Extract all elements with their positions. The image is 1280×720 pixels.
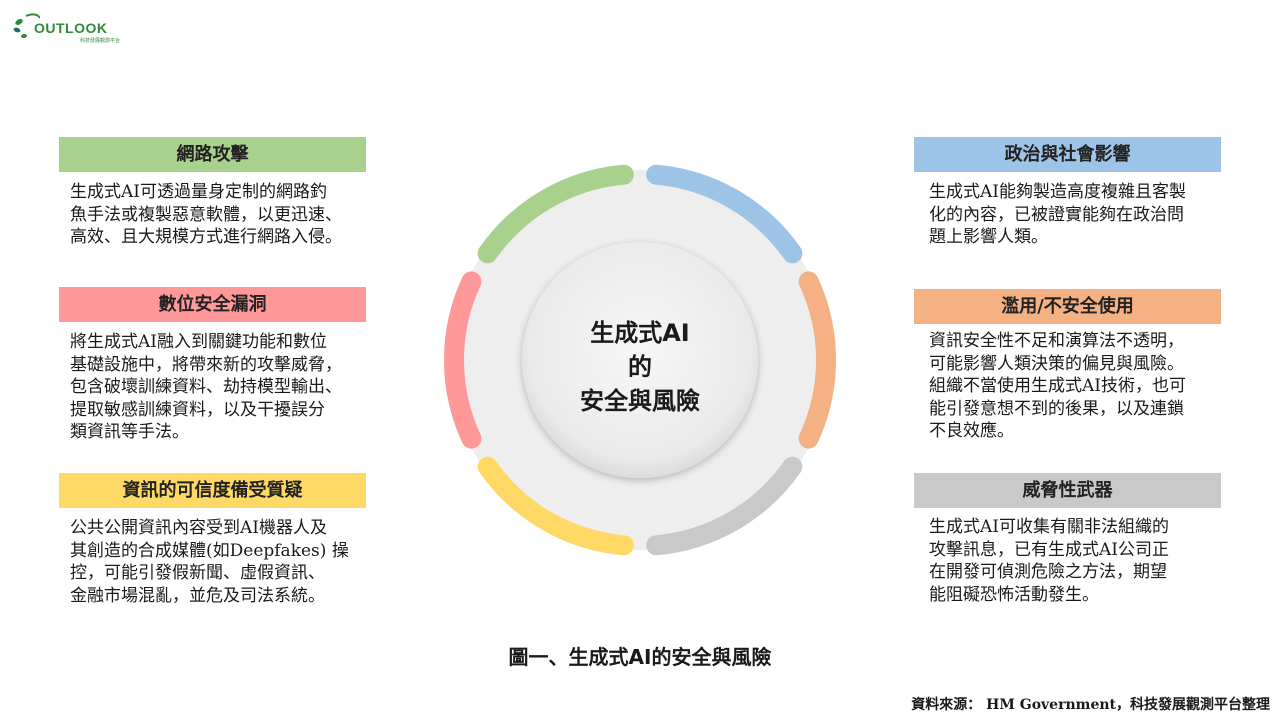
text-line: 金融市場混亂，並危及司法系統。 bbox=[70, 585, 325, 606]
arc-red bbox=[444, 271, 482, 449]
center-title: 生成式AI 的 安全與風險 bbox=[540, 316, 740, 418]
box-title-misuse: 濫用/不安全使用 bbox=[914, 289, 1221, 324]
outlook-logo: OUTLOOK 科技發展觀測平台 bbox=[10, 6, 120, 44]
text-line: 魚手法或複製惡意軟體，以更迅速、 bbox=[70, 204, 342, 225]
logo-wordmark: OUTLOOK bbox=[34, 20, 108, 36]
box-body-information-credibility: 公共公開資訊內容受到AI機器人及 其創造的合成媒體(如Deepfakes) 操 … bbox=[70, 517, 370, 607]
figure-caption: 圖一、生成式AI的安全與風險 bbox=[508, 645, 772, 669]
text-line: 基礎設施中，將帶來新的攻擊威脅， bbox=[70, 354, 342, 375]
text-line: 公共公開資訊內容受到AI機器人及 bbox=[70, 518, 327, 538]
text-line: 能引發意想不到的後果，以及連鎖 bbox=[929, 398, 1184, 419]
text-line: 在開發可偵測危險之方法，期望 bbox=[929, 562, 1167, 582]
box-body-digital-vulnerability: 將生成式AI融入到關鍵功能和數位 基礎設施中，將帶來新的攻擊威脅， 包含破壞訓練… bbox=[70, 331, 370, 444]
arc-yellow bbox=[477, 456, 634, 556]
text-line: 不良效應。 bbox=[929, 421, 1014, 441]
arc-blue bbox=[646, 164, 803, 264]
text-line: 組織不當使用生成式AI技術，也可 bbox=[929, 376, 1186, 396]
text-line: 高效、且大規模方式進行網路入侵。 bbox=[70, 227, 342, 247]
box-title-political-social-impact: 政治與社會影響 bbox=[914, 137, 1221, 172]
text-line: 生成式AI能夠製造高度複雜且客製 bbox=[929, 182, 1186, 202]
box-title-digital-vulnerability: 數位安全漏洞 bbox=[59, 287, 366, 322]
center-title-line1: 生成式AI bbox=[590, 319, 690, 347]
text-line: 其創造的合成媒體(如Deepfakes) 操 bbox=[70, 540, 349, 561]
center-title-line3: 安全與風險 bbox=[580, 387, 700, 415]
arc-orange bbox=[798, 271, 836, 449]
box-body-misuse: 資訊安全性不足和演算法不透明， 可能影響人類決策的偏見與風險。 組織不當使用生成… bbox=[929, 330, 1229, 443]
inner-disc bbox=[522, 242, 758, 478]
text-line: 生成式AI可透過量身定制的網路釣 bbox=[70, 182, 327, 202]
arc-green bbox=[477, 164, 634, 264]
text-line: 生成式AI可收集有關非法組織的 bbox=[929, 517, 1169, 537]
text-line: 類資訊等手法。 bbox=[70, 422, 189, 442]
text-line: 控，可能引發假新聞、虛假資訊、 bbox=[70, 563, 325, 583]
box-title-cyber-attack: 網路攻擊 bbox=[59, 137, 366, 172]
text-line: 將生成式AI融入到關鍵功能和數位 bbox=[70, 332, 327, 352]
center-title-line2: 的 bbox=[628, 353, 652, 381]
arc-gray bbox=[646, 456, 803, 556]
logo-leaf-icon bbox=[13, 13, 40, 39]
text-line: 化的內容，已被證實能夠在政治問 bbox=[929, 204, 1184, 225]
box-body-threat-weapon: 生成式AI可收集有關非法組織的 攻擊訊息，已有生成式AI公司正 在開發可偵測危險… bbox=[929, 516, 1229, 606]
source-note: 資料來源： HM Government，科技發展觀測平台整理 bbox=[911, 697, 1270, 713]
text-line: 包含破壞訓練資料、劫持模型輸出、 bbox=[70, 377, 342, 397]
text-line: 資訊安全性不足和演算法不透明， bbox=[929, 331, 1184, 351]
box-title-threat-weapon: 威脅性武器 bbox=[914, 473, 1221, 508]
logo-subtitle: 科技發展觀測平台 bbox=[80, 38, 121, 44]
box-body-political-social-impact: 生成式AI能夠製造高度複雜且客製 化的內容，已被證實能夠在政治問 題上影響人類。 bbox=[929, 181, 1229, 249]
text-line: 題上影響人類。 bbox=[929, 227, 1048, 247]
box-body-cyber-attack: 生成式AI可透過量身定制的網路釣 魚手法或複製惡意軟體，以更迅速、 高效、且大規… bbox=[70, 181, 370, 249]
text-line: 可能影響人類決策的偏見與風險。 bbox=[929, 353, 1184, 374]
text-line: 能阻礙恐怖活動發生。 bbox=[929, 584, 1099, 605]
text-line: 提取敏感訓練資料，以及干擾誤分 bbox=[70, 399, 325, 420]
box-title-information-credibility: 資訊的可信度備受質疑 bbox=[59, 473, 366, 508]
text-line: 攻擊訊息，已有生成式AI公司正 bbox=[929, 539, 1169, 560]
